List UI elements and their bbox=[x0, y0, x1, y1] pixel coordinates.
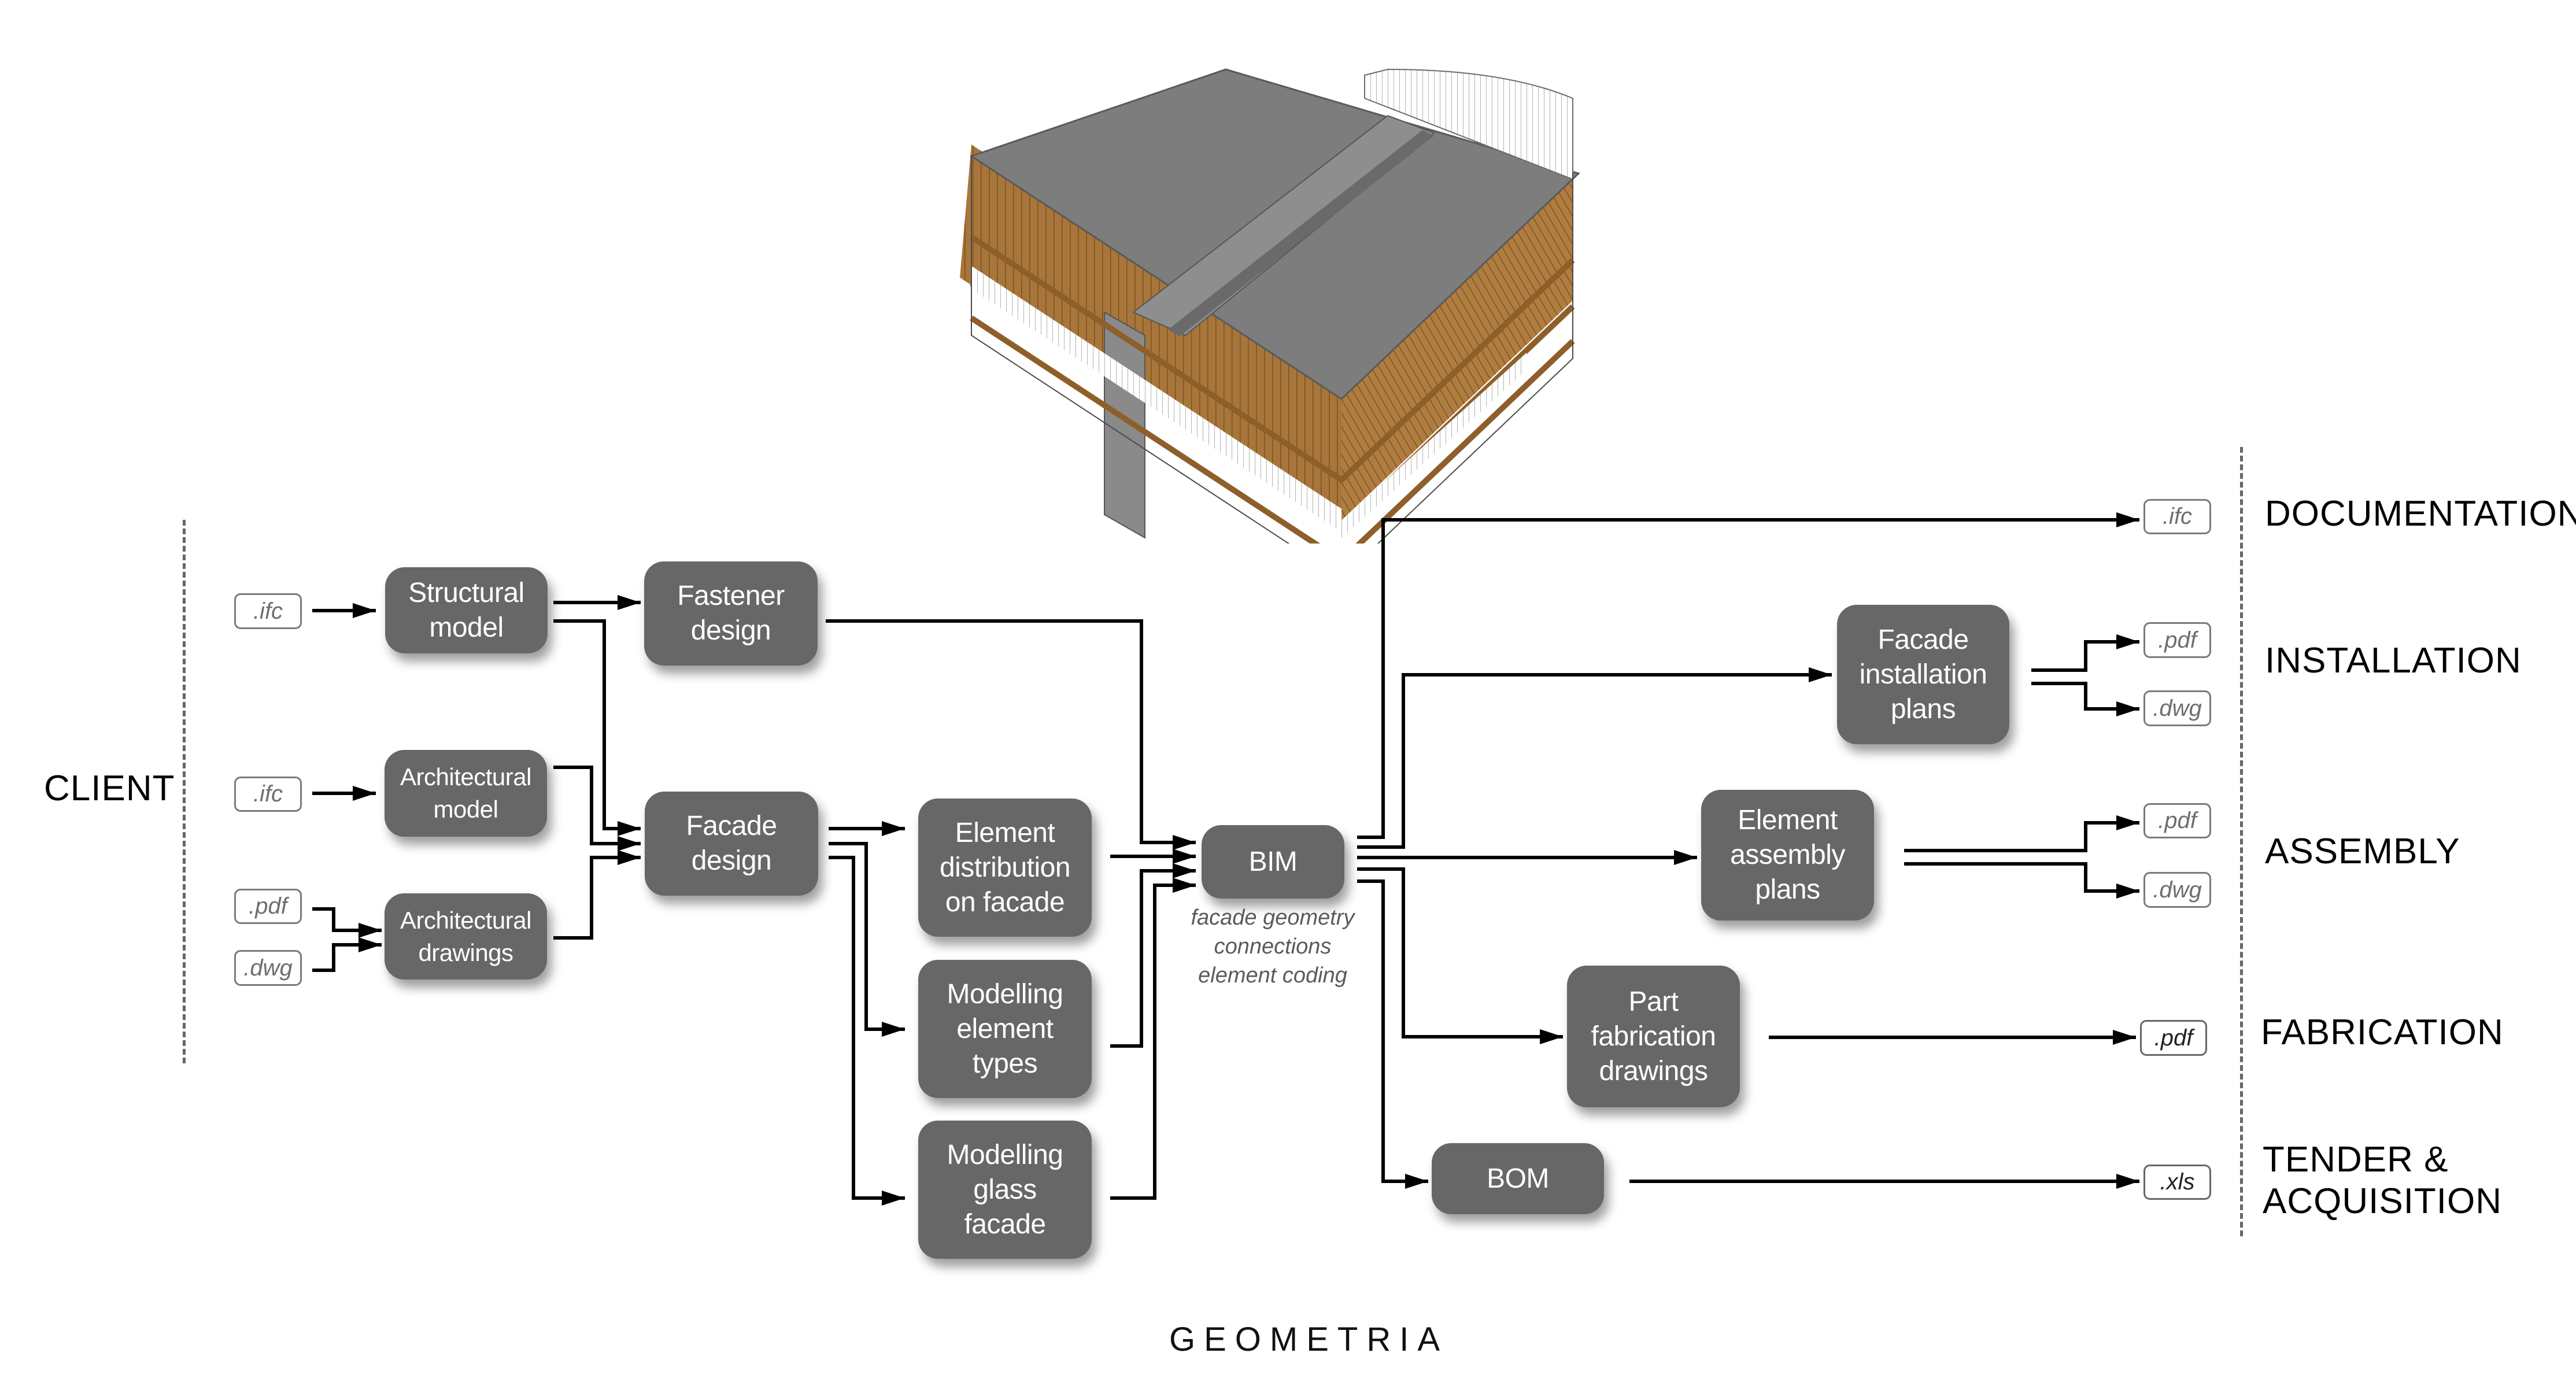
node-architectural-drawings[interactable]: Architectural drawings bbox=[385, 893, 547, 979]
wire-assembly-dwg bbox=[1904, 862, 2139, 899]
node-label: plans bbox=[1890, 693, 1956, 725]
node-label: distribution bbox=[939, 852, 1071, 883]
node-label: Modelling bbox=[947, 1139, 1063, 1170]
bim-note: facade geometry connections element codi… bbox=[1169, 903, 1377, 990]
wire-bim-documentation bbox=[1357, 512, 2139, 839]
node-label: Modelling bbox=[947, 978, 1063, 1010]
wire-installation-dwg bbox=[2031, 682, 2139, 716]
node-label: Architectural bbox=[400, 906, 531, 934]
rooftop-canopy bbox=[1364, 68, 1573, 180]
file-structural-ifc[interactable]: .ifc bbox=[234, 593, 302, 629]
wire-drawings-facade bbox=[553, 850, 641, 940]
node-label: Structural bbox=[408, 577, 524, 608]
node-bom[interactable]: BOM bbox=[1432, 1143, 1604, 1214]
node-part-fabrication-drawings[interactable]: Part fabrication drawings bbox=[1567, 966, 1740, 1107]
node-element-assembly-plans[interactable]: Element assembly plans bbox=[1701, 790, 1874, 921]
node-label: design bbox=[690, 615, 771, 646]
node-label: facade bbox=[964, 1208, 1046, 1240]
facade-front bbox=[960, 145, 1341, 523]
stage-fabrication: FABRICATION bbox=[2261, 1012, 2504, 1052]
output-divider bbox=[2240, 447, 2243, 1236]
node-label: types bbox=[972, 1048, 1038, 1079]
wire-glass-bim bbox=[1110, 878, 1196, 1200]
node-bim[interactable]: BIM bbox=[1202, 825, 1344, 899]
node-label: fabrication bbox=[1591, 1021, 1716, 1052]
node-label: design bbox=[691, 845, 772, 876]
stage-tender: TENDER & ACQUISITION bbox=[2263, 1139, 2502, 1222]
file-documentation-ifc[interactable]: .ifc bbox=[2143, 499, 2211, 534]
file-drawings-pdf[interactable]: .pdf bbox=[234, 889, 302, 924]
wire-fastener-bim bbox=[826, 619, 1196, 850]
node-label: Facade bbox=[686, 811, 777, 841]
node-label: drawings bbox=[1599, 1055, 1708, 1086]
facade-side bbox=[1341, 156, 1573, 520]
wire-facade-types bbox=[829, 842, 905, 1037]
node-label: Element bbox=[1738, 805, 1838, 836]
file-fabrication-pdf[interactable]: .pdf bbox=[2140, 1020, 2207, 1056]
node-label: assembly bbox=[1730, 840, 1845, 870]
node-label: Fastener bbox=[677, 581, 785, 611]
wire-facade-glass bbox=[829, 856, 905, 1206]
wire-bim-bom bbox=[1357, 879, 1428, 1189]
node-label: glass bbox=[973, 1174, 1037, 1205]
file-tender-xls[interactable]: .xls bbox=[2143, 1165, 2211, 1200]
node-element-distribution[interactable]: Element distribution on facade bbox=[918, 799, 1092, 937]
stage-tender-line1: TENDER & bbox=[2263, 1140, 2449, 1180]
wire-bim-fabrication bbox=[1357, 867, 1563, 1044]
node-modelling-glass-facade[interactable]: Modelling glass facade bbox=[918, 1121, 1092, 1259]
building-illustration bbox=[960, 68, 1580, 544]
node-fastener-design[interactable]: Fastener design bbox=[644, 561, 818, 666]
file-architectural-ifc[interactable]: .ifc bbox=[234, 777, 302, 812]
stage-assembly: ASSEMBLY bbox=[2265, 831, 2460, 871]
stage-documentation: DOCUMENTATION bbox=[2265, 494, 2576, 534]
file-drawings-dwg[interactable]: .dwg bbox=[234, 950, 302, 986]
client-divider bbox=[183, 520, 186, 1063]
node-label: plans bbox=[1755, 874, 1820, 905]
bim-note-line: facade geometry bbox=[1191, 905, 1355, 930]
wire-archmodel-facade bbox=[553, 766, 641, 851]
node-label: BIM bbox=[1248, 846, 1298, 877]
node-label: Part bbox=[1628, 986, 1679, 1017]
wire-bim-installation bbox=[1357, 667, 1832, 849]
wire-installation-pdf bbox=[2031, 634, 2139, 672]
wire-structural-facade bbox=[553, 619, 641, 836]
node-facade-design[interactable]: Facade design bbox=[645, 792, 818, 896]
node-label: drawings bbox=[418, 938, 513, 966]
node-modelling-element-types[interactable]: Modelling element types bbox=[918, 960, 1092, 1098]
file-installation-pdf[interactable]: .pdf bbox=[2143, 622, 2211, 658]
file-installation-dwg[interactable]: .dwg bbox=[2143, 690, 2211, 726]
bim-note-line: element coding bbox=[1198, 963, 1347, 988]
wire-pdf-drawings bbox=[312, 907, 382, 938]
stage-installation: INSTALLATION bbox=[2265, 641, 2522, 681]
wire-dwg-drawings bbox=[312, 937, 382, 972]
node-label: on facade bbox=[945, 886, 1065, 918]
node-label: Element bbox=[955, 817, 1055, 848]
file-assembly-dwg[interactable]: .dwg bbox=[2143, 872, 2211, 908]
node-facade-installation-plans[interactable]: Facade installation plans bbox=[1837, 605, 2009, 744]
node-architectural-model[interactable]: Architectural model bbox=[385, 750, 547, 837]
wire-assembly-pdf bbox=[1904, 815, 2139, 852]
roof-spine bbox=[1132, 114, 1435, 337]
node-label: Architectural bbox=[400, 763, 531, 790]
file-assembly-pdf[interactable]: .pdf bbox=[2143, 803, 2211, 838]
bim-note-line: connections bbox=[1214, 934, 1332, 959]
node-label: model bbox=[429, 612, 504, 643]
stage-client: CLIENT bbox=[44, 768, 175, 808]
node-label: element bbox=[956, 1013, 1054, 1044]
node-label: installation bbox=[1859, 659, 1987, 690]
node-label: model bbox=[433, 796, 498, 823]
node-label: Facade bbox=[1878, 624, 1969, 655]
geometria-logo: GEOMETRIA bbox=[1169, 1321, 1449, 1358]
node-label: BOM bbox=[1487, 1163, 1549, 1194]
wire-types-bim bbox=[1110, 863, 1196, 1048]
node-structural-model[interactable]: Structural model bbox=[385, 567, 548, 653]
stage-tender-line2: ACQUISITION bbox=[2263, 1181, 2503, 1221]
